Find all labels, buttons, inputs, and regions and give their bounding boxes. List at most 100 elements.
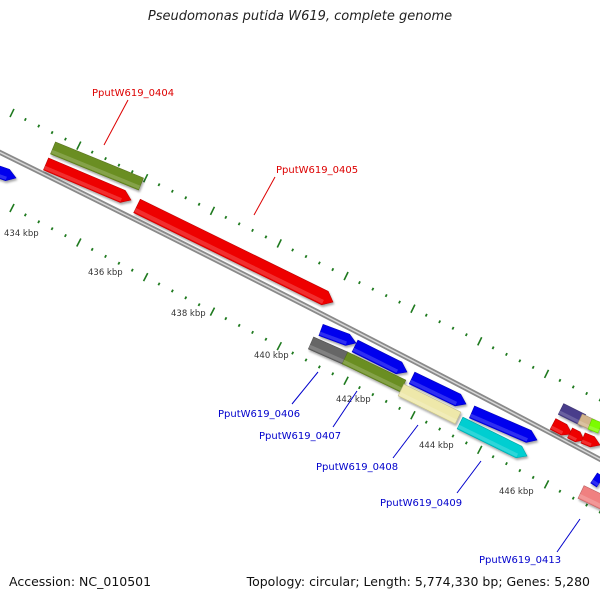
inner-tick	[276, 341, 283, 351]
genes	[0, 141, 600, 510]
inner-tick	[50, 227, 54, 231]
gene-red-small-1	[549, 418, 573, 436]
gene-label: PputW619_0406	[218, 409, 300, 420]
outer-tick	[237, 222, 241, 226]
gene-0409	[456, 416, 528, 459]
inner-tick	[558, 489, 562, 493]
gene-0413	[577, 485, 600, 510]
inner-tick	[476, 445, 483, 455]
inner-tick	[224, 316, 228, 321]
accession-value: NC_010501	[79, 574, 152, 589]
inner-tick	[37, 220, 41, 224]
gene-left-edge	[0, 165, 17, 182]
inner-tick	[571, 496, 575, 500]
outer-tick	[197, 202, 201, 206]
inner-tick	[424, 420, 428, 424]
gene-0407	[341, 351, 407, 393]
outer-tick	[491, 346, 495, 350]
gene-label-leader	[556, 518, 581, 553]
outer-tick	[477, 336, 483, 346]
outer-tick	[571, 385, 575, 389]
outer-tick	[251, 228, 254, 233]
outer-tick	[224, 215, 228, 220]
outer-tick	[291, 248, 295, 252]
inner-tick	[291, 351, 295, 355]
outer-tick	[276, 239, 282, 248]
position-label: 440 kbp	[254, 351, 289, 361]
genes-label: Genes:	[506, 574, 551, 589]
gene-navy	[557, 403, 587, 426]
outer-tick	[104, 157, 107, 161]
topology-value: circular	[309, 574, 356, 589]
outer-tick	[543, 369, 550, 379]
backbone	[0, 149, 600, 463]
inner-tick	[197, 303, 201, 307]
inner-tick	[209, 307, 216, 317]
outer-tick	[9, 108, 15, 118]
gene-red-small-2	[567, 427, 585, 443]
outer-tick	[371, 287, 375, 291]
gene-label-leader	[332, 390, 358, 428]
inner-tick	[358, 385, 361, 390]
inner-tick	[384, 399, 388, 404]
outer-tick	[130, 170, 134, 174]
inner-tick	[76, 238, 82, 247]
outer-tick	[505, 352, 508, 356]
outer-tick	[50, 130, 54, 135]
gene-label: PputW619_0407	[259, 431, 341, 442]
outer-tick	[90, 150, 94, 154]
outer-tick	[64, 137, 67, 141]
outer-tick	[424, 313, 428, 317]
inner-tick	[64, 233, 67, 238]
outer-tick	[531, 365, 535, 370]
inner-tick	[170, 289, 174, 293]
inner-tick	[142, 272, 149, 282]
accession-info: Accession: NC_010501	[9, 574, 151, 589]
inner-tick	[531, 475, 535, 480]
gene-blue-1	[318, 323, 357, 346]
inner-tick	[23, 213, 27, 217]
outer-tick	[343, 271, 349, 281]
gene-blue-2	[351, 339, 408, 375]
inner-tick	[264, 337, 268, 341]
inner-tick	[117, 261, 121, 265]
gene-blue-3	[408, 371, 467, 407]
outer-tick	[398, 300, 401, 304]
inner-tick	[518, 468, 522, 473]
inner-tick	[104, 254, 107, 259]
gene-label-leader	[392, 424, 419, 459]
inner-tick	[585, 503, 589, 507]
gene-lime	[587, 418, 600, 434]
outer-tick	[518, 359, 522, 363]
length-label: Length:	[363, 574, 411, 589]
gene-red-small-3	[580, 432, 600, 448]
outer-tick	[451, 326, 455, 330]
inner-tick	[398, 406, 401, 411]
inner-tick	[237, 323, 241, 328]
inner-tick	[9, 203, 15, 213]
gene-labels: PputW619_0404PputW619_0405PputW619_0406P…	[92, 88, 581, 566]
outer-tick	[410, 304, 416, 314]
inner-tick	[505, 461, 508, 466]
inner-tick	[331, 372, 335, 376]
outer-tick	[170, 189, 174, 193]
gene-blue-edge	[590, 472, 600, 488]
accession-label: Accession:	[9, 574, 76, 589]
inner-tick	[464, 441, 468, 445]
inner-tick	[410, 410, 416, 420]
gene-label-leader	[253, 176, 276, 216]
inner-tick	[543, 479, 550, 489]
outer-tick	[142, 173, 149, 183]
outer-tick	[317, 261, 321, 265]
inner-tick	[371, 392, 375, 397]
inner-tick	[451, 434, 455, 438]
outer-tick	[358, 280, 361, 285]
gene-0404	[50, 141, 144, 191]
gene-label-leader	[456, 460, 482, 494]
gene-0405-b	[133, 198, 334, 306]
gene-blue-4	[469, 405, 538, 443]
genes-value: 5,280	[554, 574, 590, 589]
inner-tick	[157, 282, 161, 286]
outer-tick	[264, 235, 268, 239]
